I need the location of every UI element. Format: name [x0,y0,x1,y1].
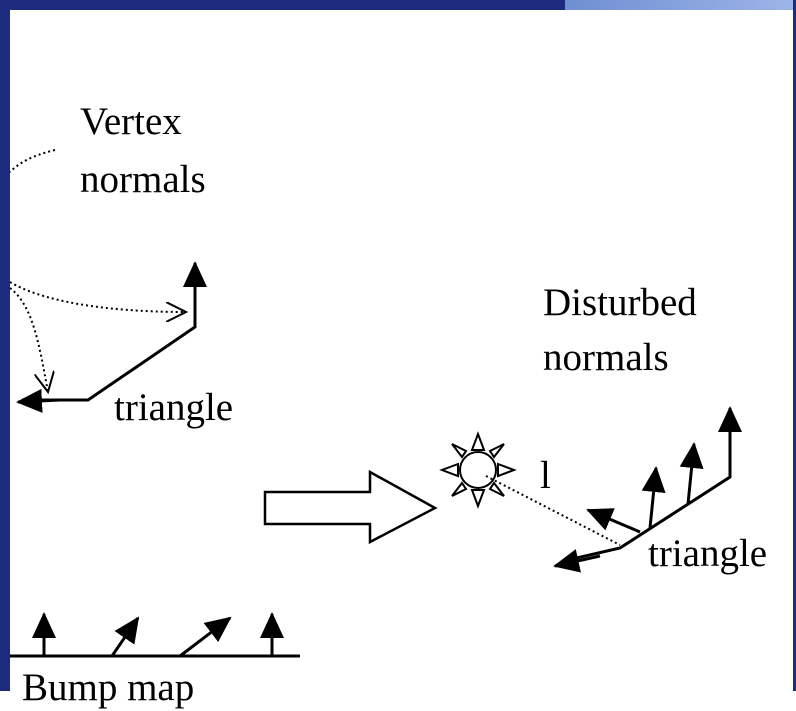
disturbed-normal-2 [679,442,704,505]
disturbed-normal-5 [553,549,601,573]
slide-frame-top [0,0,796,10]
vertex-normals-leader-bottom [9,287,48,392]
left-triangle-edge [22,275,197,402]
bump-arrow-2 [110,616,140,657]
bump-arrow-3 [179,616,232,658]
label-bump-map: Bump map [22,666,195,709]
label-light: l [540,454,551,497]
slide-frame-left [0,0,10,691]
label-vertex-normals: normals [80,158,206,201]
left-triangle-group [9,149,207,413]
right-triangle-group [553,406,742,573]
bump-mapping-diagram [9,149,742,658]
label-triangle-left: triangle [114,386,234,429]
bump-map-group [10,612,300,658]
disturbed-normal-3 [641,466,666,529]
label-vertex: Vertex [80,100,182,143]
vertex-normals-leader-top [9,149,56,173]
vertex-normals-leader-middle [9,281,186,312]
vertex-normal-arrow-left [16,388,61,413]
label-disturbed: Disturbed [543,281,697,324]
transform-arrow [263,469,438,545]
label-disturbed-normals: normals [543,336,669,379]
light-source-icon [439,431,621,546]
slide-frame-right [793,0,796,691]
label-triangle-right: triangle [648,532,768,575]
slide-frame-top-accent [565,0,796,10]
right-triangle-edge [567,425,732,562]
disturbed-normal-4 [586,508,641,534]
